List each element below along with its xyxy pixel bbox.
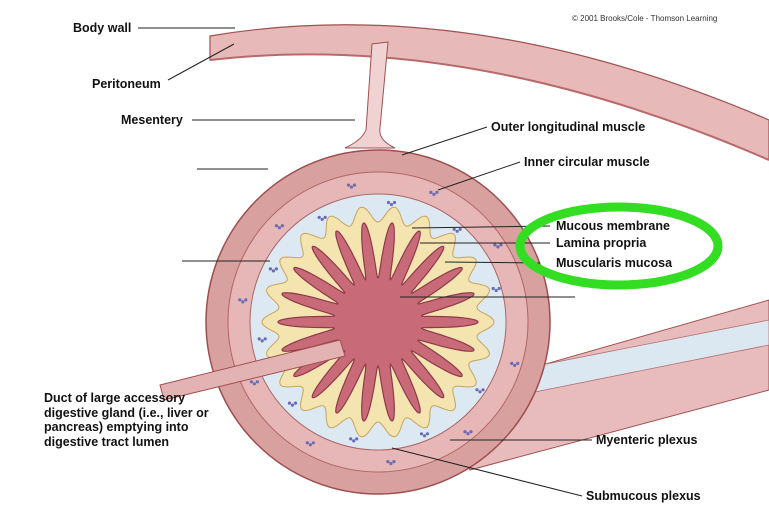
label-mucous-membrane: Mucous membrane bbox=[556, 219, 670, 234]
plexus-dot bbox=[281, 224, 284, 227]
plexus-dot bbox=[350, 186, 353, 189]
plexus-dot bbox=[269, 267, 272, 270]
label-myenteric-plexus: Myenteric plexus bbox=[596, 433, 697, 448]
label-peritoneum: Peritoneum bbox=[92, 77, 161, 92]
label-submucous-plexus: Submucous plexus bbox=[586, 489, 701, 504]
plexus-dot bbox=[261, 339, 264, 342]
plexus-dot bbox=[275, 224, 278, 227]
label-inner-circular-muscle: Inner circular muscle bbox=[524, 155, 650, 170]
plexus-dot bbox=[420, 432, 423, 435]
plexus-dot bbox=[481, 388, 484, 391]
plexus-dot bbox=[250, 380, 253, 383]
plexus-dot bbox=[278, 226, 281, 229]
label-lamina-propria: Lamina propria bbox=[556, 236, 646, 251]
plexus-dot bbox=[390, 203, 393, 206]
plexus-dot bbox=[498, 287, 501, 290]
plexus-dot bbox=[423, 434, 426, 437]
plexus-dot bbox=[426, 432, 429, 435]
plexus-dot bbox=[241, 300, 244, 303]
plexus-dot bbox=[355, 437, 358, 440]
plexus-dot bbox=[244, 298, 247, 301]
plexus-dot bbox=[272, 269, 275, 272]
plexus-dot bbox=[456, 230, 459, 233]
plexus-dot bbox=[253, 382, 256, 385]
plexus-dot bbox=[513, 364, 516, 367]
plexus-dot bbox=[478, 390, 481, 393]
copyright-text: © 2001 Brooks/Cole - Thomson Learning bbox=[572, 14, 717, 23]
plexus-dot bbox=[306, 441, 309, 444]
plexus-dot bbox=[258, 337, 261, 340]
label-accessory-duct: Duct of large accessory digestive gland … bbox=[44, 391, 214, 449]
plexus-dot bbox=[466, 432, 469, 435]
plexus-dot bbox=[256, 380, 259, 383]
plexus-dot bbox=[347, 184, 350, 187]
label-mesentery: Mesentery bbox=[121, 113, 183, 128]
plexus-dot bbox=[312, 441, 315, 444]
plexus-dot bbox=[275, 267, 278, 270]
plexus-dot bbox=[291, 404, 294, 407]
plexus-dot bbox=[321, 218, 324, 221]
plexus-dot bbox=[496, 245, 499, 248]
plexus-dot bbox=[352, 439, 355, 442]
plexus-dot bbox=[510, 362, 513, 365]
label-outer-longitudinal-muscle: Outer longitudinal muscle bbox=[491, 120, 645, 135]
plexus-dot bbox=[318, 216, 321, 219]
plexus-dot bbox=[309, 443, 312, 446]
plexus-dot bbox=[435, 191, 438, 194]
plexus-dot bbox=[469, 430, 472, 433]
plexus-dot bbox=[492, 287, 495, 290]
label-muscularis-mucosa: Muscularis mucosa bbox=[556, 256, 672, 271]
plexus-dot bbox=[516, 362, 519, 365]
plexus-dot bbox=[288, 402, 291, 405]
label-body-wall: Body wall bbox=[73, 21, 131, 36]
plexus-dot bbox=[386, 460, 389, 463]
plexus-dot bbox=[459, 228, 462, 231]
plexus-dot bbox=[392, 460, 395, 463]
plexus-dot bbox=[389, 462, 392, 465]
plexus-dot bbox=[453, 228, 456, 231]
plexus-dot bbox=[387, 201, 390, 204]
plexus-dot bbox=[475, 388, 478, 391]
plexus-dot bbox=[353, 184, 356, 187]
plexus-dot bbox=[493, 243, 496, 246]
plexus-dot bbox=[499, 243, 502, 246]
plexus-dot bbox=[463, 430, 466, 433]
plexus-dot bbox=[264, 337, 267, 340]
plexus-dot bbox=[432, 193, 435, 196]
plexus-dot bbox=[349, 437, 352, 440]
body-wall-band bbox=[210, 25, 769, 160]
plexus-dot bbox=[429, 191, 432, 194]
plexus-dot bbox=[294, 402, 297, 405]
plexus-dot bbox=[495, 289, 498, 292]
plexus-dot bbox=[324, 216, 327, 219]
plexus-dot bbox=[393, 201, 396, 204]
plexus-dot bbox=[238, 298, 241, 301]
